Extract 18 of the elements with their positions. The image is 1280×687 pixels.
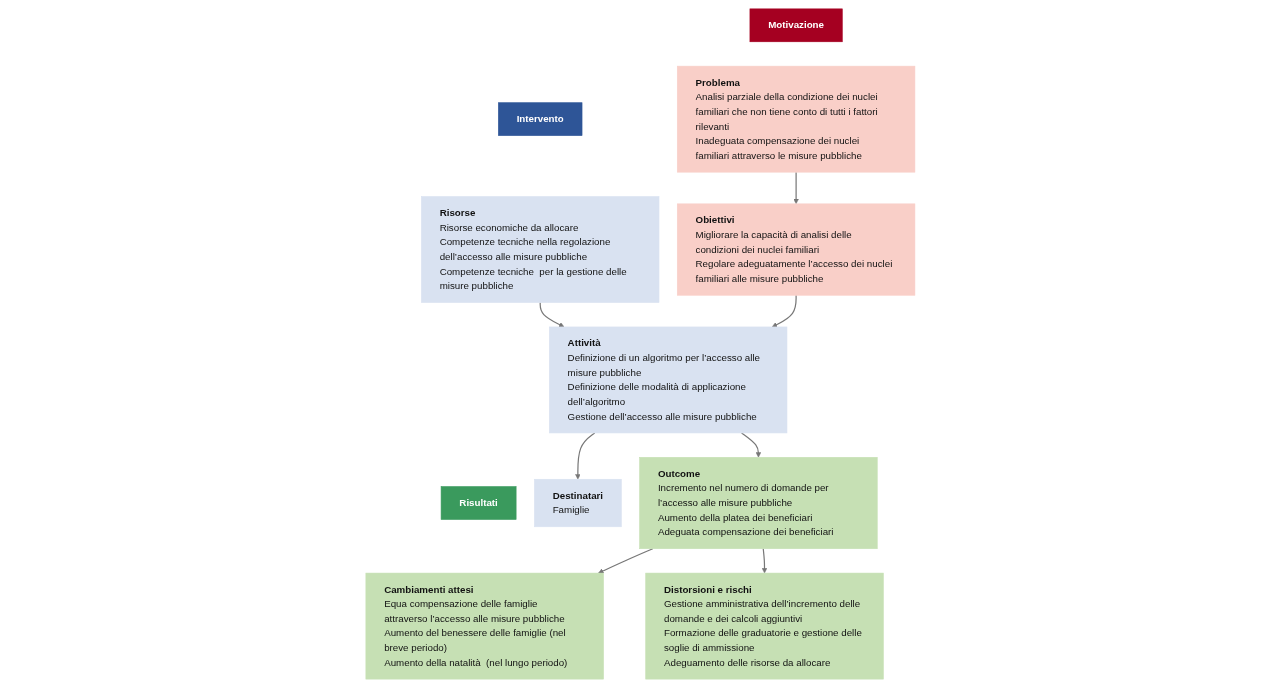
arrow xyxy=(771,294,797,327)
node-box: Distorsioni e rischi Gestione amministrativa dell’incremento delle domande e dei calcoli aggiuntivi Formazione delle graduatorie e gestione delle soglie di ammissione Adeguamento delle risorse da allocare xyxy=(645,572,884,679)
arrow xyxy=(539,301,564,327)
node-box: Attività Definizione di un algoritmo per l’accesso alle misure pubbliche Definizione delle modalità di applicazione dell’algoritmo Gestione dell’accesso alle misure pubbliche xyxy=(548,326,787,433)
node-box: Motivazione xyxy=(749,8,843,42)
node-box: Problema Analisi parziale della condizione dei nuclei familiari che non tiene conto di tutti i fattori rilevanti Inadeguata compensazione dei nuclei familiari attraverso le misure pubbliche xyxy=(676,65,915,172)
arrow xyxy=(574,431,595,479)
node-box: Destinatari Famiglie xyxy=(533,478,622,527)
node-box: Obiettivi Migliorare la capacità di analisi delle condizioni dei nuclei familiari Regolare adeguatamente l’accesso dei nuclei familiari alle misure pubbliche xyxy=(676,203,915,296)
node-box: Cambiamenti attesi Equa compensazione delle famiglie attraverso l’accesso alle misure pubbliche Aumento del benessere delle famiglie (nel breve periodo) Aumento della natalità (nel lungo periodo) xyxy=(365,572,604,679)
arrow xyxy=(740,431,761,458)
node-box: Outcome Incremento nel numero di domande per l’accesso alle misure pubbliche Aumento della platea dei beneficiari Adeguata compensazione dei beneficiari xyxy=(638,456,878,549)
arrow xyxy=(597,547,653,573)
arrow xyxy=(761,547,767,573)
node-box: Risultati xyxy=(440,485,516,520)
arrow xyxy=(793,171,799,204)
node-box: Risorse Risorse economiche da allocare Competenze tecniche nella regolazione dell’accesso alle misure pubbliche Competenze tecniche per la gestione delle misure pubbliche xyxy=(420,195,659,303)
node-box: Intervento xyxy=(497,101,582,136)
